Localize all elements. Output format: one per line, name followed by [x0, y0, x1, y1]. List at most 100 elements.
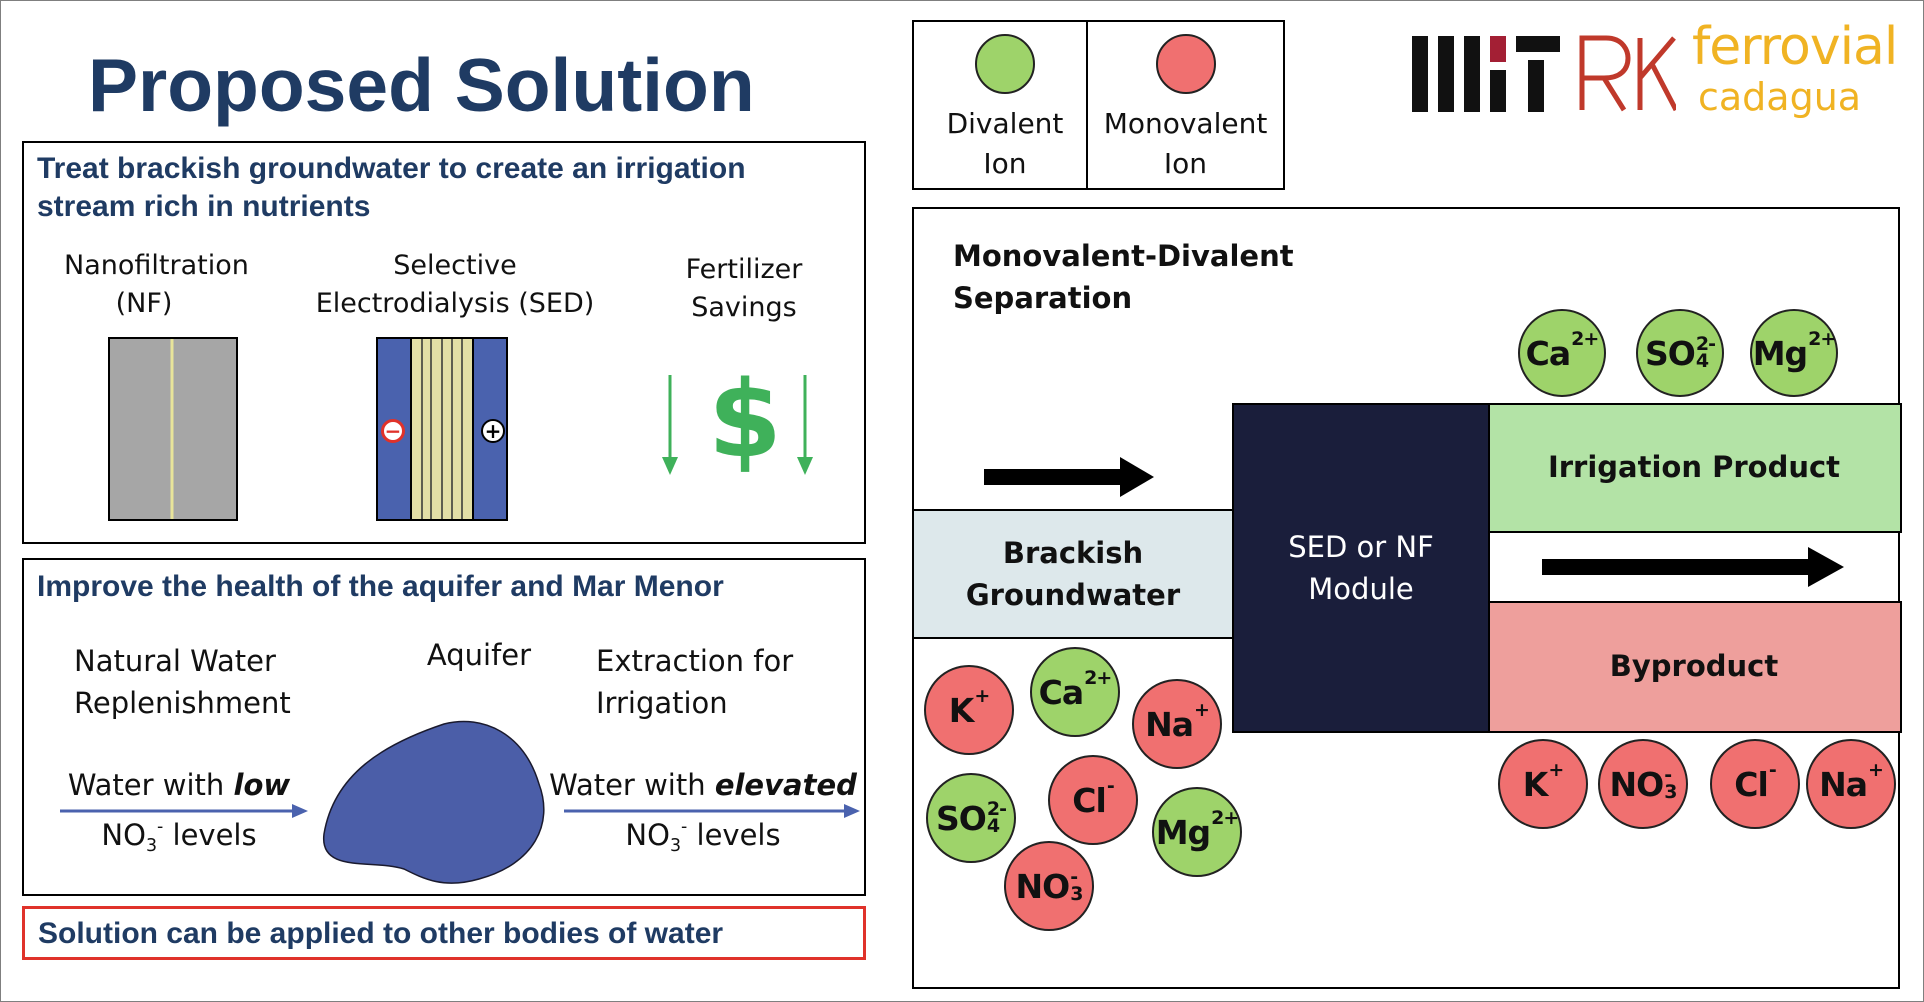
outflow-black-arrow-icon — [1542, 547, 1844, 587]
elevated-line: Water with elevated — [548, 764, 858, 806]
plus-sign: + — [484, 419, 502, 443]
no3-left-sub: 3 — [145, 836, 158, 857]
ion-symbol: K — [948, 690, 975, 730]
minus-sign: − — [384, 419, 402, 443]
ion-charge: + — [1548, 759, 1564, 781]
legend-monovalent: Monovalent Ion — [1086, 20, 1285, 190]
mit-logo — [1412, 36, 1560, 112]
ion-charge: 2+ — [1808, 328, 1836, 350]
aquifer-blob-icon — [323, 720, 545, 884]
ion-symbol: Cl — [1734, 764, 1769, 804]
low-prefix: Water with — [67, 768, 234, 802]
low-line: Water with low — [44, 764, 314, 806]
low-nitrate-label: Water with low — [44, 764, 314, 806]
monovalent-line1: Monovalent — [1103, 107, 1268, 140]
ion-cl-bot2: Cl- — [1710, 739, 1800, 829]
extraction-line2: Irrigation — [596, 686, 728, 720]
nf-label-line2: (NF) — [115, 288, 173, 319]
ion-symbol: Ca — [1038, 672, 1084, 712]
brackish-line1: Brackish — [1002, 536, 1144, 570]
ion-symbol: SO — [1645, 333, 1696, 373]
sed-label: Selective Electrodialysis (SED) — [310, 247, 600, 323]
panel-treat-groundwater: Treat brackish groundwater to create an … — [22, 141, 866, 544]
nf-label-line1: Nanofiltration — [64, 250, 249, 281]
ferrovial-logo-text: ferrovial — [1692, 17, 1898, 77]
natural-line1: Natural Water — [74, 644, 276, 678]
no3-right-b: levels — [687, 818, 781, 853]
monovalent-swatch — [1156, 34, 1216, 94]
low-levels-label: NO3- levels — [44, 806, 314, 867]
elevated-levels-label: NO3- levels — [568, 806, 838, 867]
irrigation-product-label: Irrigation Product — [1547, 450, 1841, 484]
extraction-label: Extraction for Irrigation — [596, 640, 793, 724]
low-emphasis: low — [233, 768, 291, 802]
down-arrow-icon — [797, 375, 813, 475]
ion-symbol: Mg — [1752, 333, 1808, 373]
diagram-heading-line1: Monovalent-Divalent — [953, 239, 1294, 273]
panel1-heading: Treat brackish groundwater to create an … — [37, 150, 746, 226]
diagram-heading: Monovalent-Divalent Separation — [953, 235, 1294, 319]
ion-charge: - — [1070, 866, 1078, 888]
ion-k-mix0: K+ — [924, 665, 1014, 755]
ion-charge: 2+ — [1084, 667, 1112, 689]
ion-symbol: Ca — [1525, 333, 1571, 373]
ion-charge: 2+ — [1571, 328, 1599, 350]
no3-right-a: NO — [625, 818, 670, 853]
ion-subscript: 4 — [986, 815, 1000, 837]
page-title: Proposed Solution — [88, 43, 755, 127]
divalent-line2: Ion — [983, 147, 1027, 180]
ion-charge: + — [1867, 759, 1884, 781]
ion-charge: 2- — [1695, 333, 1716, 355]
minus-electrode-icon: − — [381, 419, 405, 443]
ion-na-bot3: Na+ — [1806, 739, 1896, 829]
ion-symbol: Na — [1819, 764, 1868, 804]
inflow-black-arrow-icon — [984, 457, 1154, 497]
ion-charge: - — [1768, 759, 1777, 781]
divalent-label: Divalent Ion — [914, 104, 1096, 184]
sed-label-line2: Electrodialysis (SED) — [315, 288, 595, 319]
elevated-nitrate-label: Water with elevated — [548, 764, 858, 806]
outflow-arrow-icon — [564, 804, 860, 818]
fertilizer-label: Fertilizer Savings — [654, 251, 834, 327]
plus-electrode-icon: + — [481, 419, 505, 443]
dollar-icon: $ — [708, 358, 782, 481]
ion-charge: - — [1664, 764, 1672, 786]
ion-k-bot0: K+ — [1498, 739, 1588, 829]
panel1-heading-line2: stream rich in nutrients — [37, 190, 371, 223]
divalent-swatch — [975, 34, 1035, 94]
ion-subscript: 3 — [1664, 781, 1677, 803]
byproduct-label: Byproduct — [1609, 649, 1779, 683]
natural-replenishment-label: Natural Water Replenishment — [74, 640, 291, 724]
sed-nf-module-box — [1232, 403, 1490, 733]
cadagua-logo-text: cadagua — [1698, 75, 1862, 119]
byproduct-box — [1488, 601, 1902, 733]
fertilizer-label-line1: Fertilizer — [685, 254, 803, 285]
no3-left-sup: - — [157, 817, 164, 837]
no3-left-b: levels — [163, 818, 257, 853]
natural-line2: Replenishment — [74, 686, 291, 720]
no3-right-sup: - — [681, 817, 688, 837]
legend-divalent: Divalent Ion — [912, 20, 1098, 190]
brackish-line2: Groundwater — [965, 578, 1181, 612]
ion-symbol: NO — [1015, 866, 1071, 906]
divalent-line1: Divalent — [946, 107, 1064, 140]
ion-no3-mix6: NO-3 — [1004, 841, 1094, 931]
ion-symbol: Cl — [1072, 780, 1107, 820]
down-arrow-icon — [662, 375, 678, 475]
ion-subscript: 3 — [1070, 883, 1083, 905]
ion-subscript: 4 — [1695, 350, 1709, 372]
no3-left-a: NO — [101, 818, 146, 853]
rk-logo — [1579, 35, 1676, 112]
diagram-heading-line2: Separation — [953, 281, 1133, 315]
nf-label: Nanofiltration (NF) — [64, 247, 249, 323]
elevated-prefix: Water with — [549, 768, 715, 802]
module-line2: Module — [1308, 572, 1414, 606]
